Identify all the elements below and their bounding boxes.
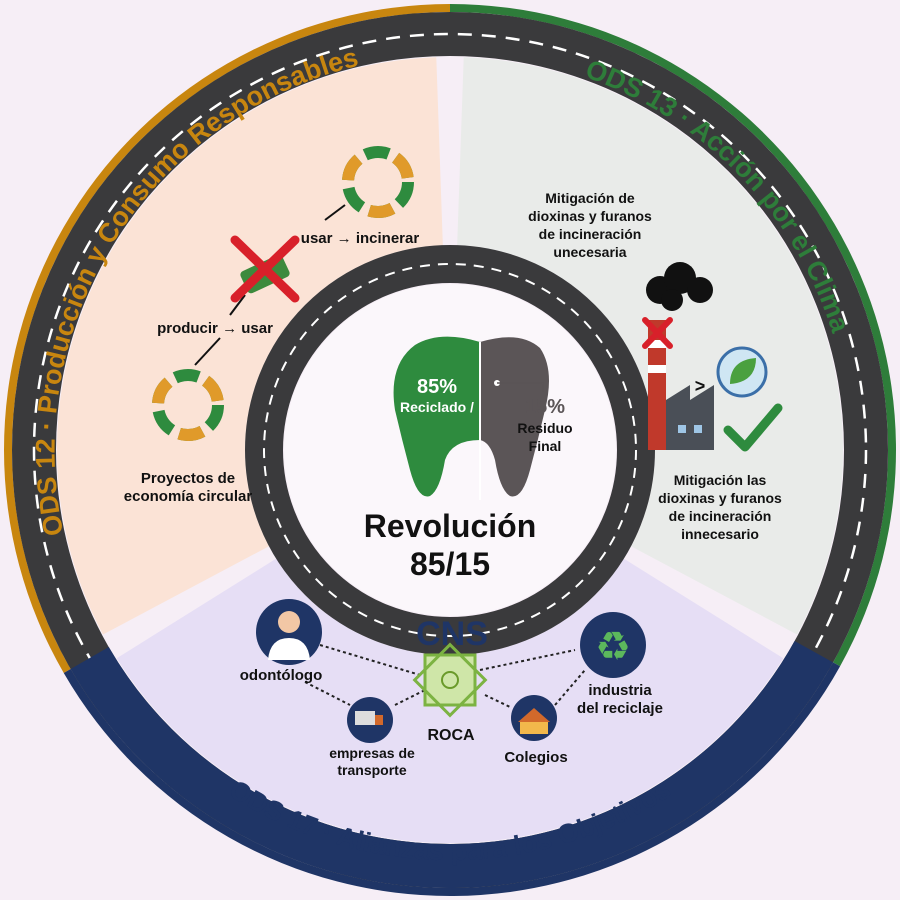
dentist-icon (256, 599, 322, 665)
recycle-cycle-icon (152, 369, 224, 441)
residue-label-1: Residuo (517, 420, 572, 436)
node-schools-label: Colegios (504, 749, 567, 766)
callout-line (497, 382, 544, 392)
tooth-residue-half (480, 337, 549, 497)
svg-text:de incineración: de incineración (539, 226, 642, 242)
recycled-label: Reciclado / (400, 399, 474, 415)
node-recycling-label-1: industria (588, 682, 652, 699)
node-transport-label-2: transporte (337, 762, 406, 778)
arrow-icon (194, 337, 221, 366)
svg-text:innecesario: innecesario (681, 526, 759, 542)
truck-icon (347, 697, 393, 743)
title-line-2: 85/15 (410, 546, 490, 582)
inner-road-lane (263, 263, 637, 637)
cross-icon (230, 235, 300, 303)
mitigation-top-text: Mitigación de dioxinas y furanos de inci… (528, 190, 652, 260)
circular-caption-2: economía circular (124, 488, 253, 505)
svg-text:unecesaria: unecesaria (553, 244, 626, 260)
circular-caption-1: Proyectos de (141, 470, 235, 487)
residue-label-2: Final (529, 438, 562, 454)
roca-maze-icon (412, 642, 488, 718)
checkmark-icon (723, 403, 783, 452)
recycle-cycle-icon (342, 146, 414, 218)
title-line-1: Revolución (364, 508, 536, 544)
tooth-recycled-half (393, 336, 480, 497)
recycling-icon: ♻ (580, 612, 646, 678)
node-transport-label-1: empresas de (329, 745, 415, 761)
residue-percent: 15% (525, 396, 565, 418)
factory-icon (648, 320, 714, 450)
svg-text:Mitigación las: Mitigación las (674, 472, 767, 488)
leaf-icon (716, 346, 768, 398)
svg-text:dioxinas y furanos: dioxinas y furanos (528, 208, 652, 224)
step-producir-usar: producir → usar (157, 320, 273, 337)
mitigation-bottom-text: Mitigación las dioxinas y furanos de inc… (658, 472, 782, 542)
svg-text:♻: ♻ (595, 625, 631, 669)
step-usar-incinerar: usar → incinerar (301, 230, 420, 247)
svg-text:de incineración: de incineración (669, 508, 772, 524)
recycled-percent: 85% (417, 376, 457, 398)
network-links (304, 644, 586, 708)
node-roca-label: ROCA (427, 727, 475, 744)
node-recycling-label-2: del reciclaje (577, 700, 663, 717)
svg-text:dioxinas y furanos: dioxinas y furanos (658, 490, 782, 506)
sector-ods12 (56, 57, 443, 635)
arrow-icon (324, 204, 346, 221)
school-icon (511, 695, 557, 741)
cross-icon (642, 317, 673, 349)
ods17-road-band (70, 641, 834, 888)
arrow-icon (229, 294, 246, 316)
smoke-icon (646, 262, 713, 311)
greater-than-sign: > (695, 376, 706, 396)
svg-text:Mitigación de: Mitigación de (545, 190, 635, 206)
node-dentist-label: odontólogo (240, 667, 322, 684)
